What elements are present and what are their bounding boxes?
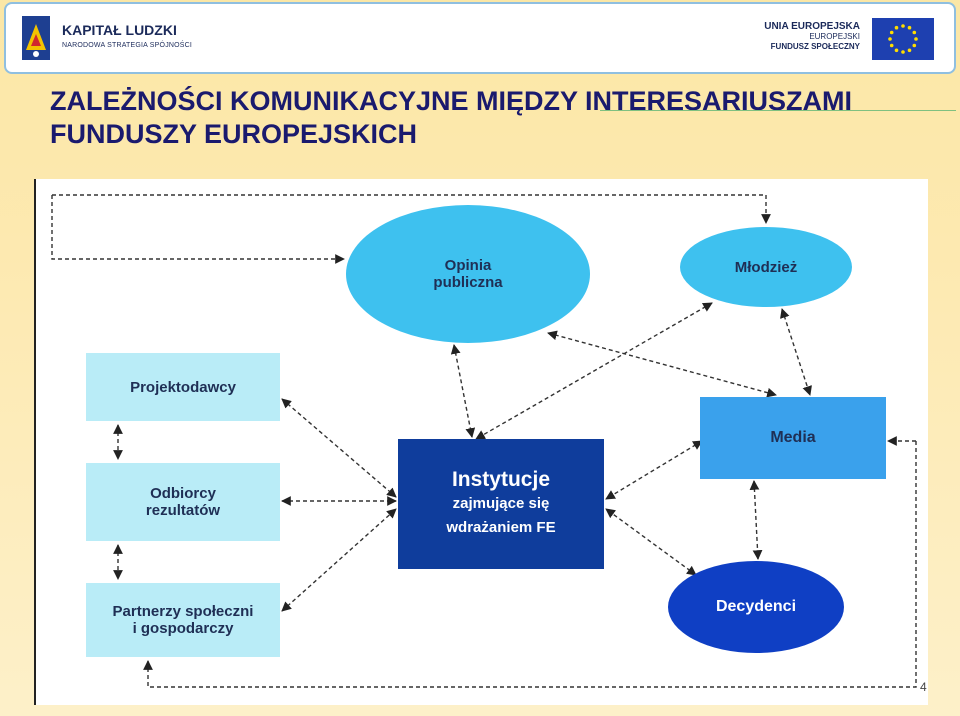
slide-title: ZALEŻNOŚCI KOMUNIKACYJNE MIĘDZY INTERESA… — [50, 85, 910, 151]
instytucje-line3: wdrażaniem FE — [446, 519, 556, 536]
eu-star — [901, 24, 905, 28]
node-partnerzy: Partnerzy społeczni i gospodarczy — [86, 583, 280, 657]
eu-star — [914, 37, 918, 41]
decydenci-inst-link — [605, 508, 697, 576]
eu-star — [894, 25, 899, 30]
opinia-inst-link — [450, 344, 476, 438]
instytucje-line2: zajmujące się — [452, 495, 550, 512]
eu-star — [907, 48, 912, 53]
eu-line1: UNIA EUROPEJSKA — [764, 21, 860, 32]
partnerzy-line1: Partnerzy społeczni — [112, 603, 254, 620]
opinia-line2: publiczna — [433, 274, 503, 291]
eu-star — [889, 30, 894, 35]
slide-title-line2: FUNDUSZY EUROPEJSKICH — [50, 119, 418, 149]
node-mlodziez: Młodzież — [680, 227, 852, 307]
opinia-media-link — [547, 330, 777, 398]
eu-line2: EUROPEJSKI — [809, 32, 860, 41]
outer-loop-bottom — [143, 441, 917, 688]
slide-title-line1: ZALEŻNOŚCI KOMUNIKACYJNE MIĘDZY INTERESA… — [50, 86, 853, 116]
proj-inst-link — [281, 398, 397, 498]
node-projektodawcy: Projektodawcy — [86, 353, 280, 421]
connector-layer — [51, 194, 917, 688]
page-number: 4 — [920, 680, 927, 694]
title-rule — [600, 110, 956, 111]
opinia-line1: Opinia — [444, 257, 492, 274]
node-instytucje: Instytucje zajmujące się wdrażaniem FE — [398, 439, 604, 569]
eu-star — [907, 25, 912, 30]
media-inst-link — [605, 440, 703, 500]
header-bar: KAPITAŁ LUDZKI NARODOWA STRATEGIA SPÓJNO… — [4, 2, 956, 74]
odbiorcy-line1: Odbiorcy — [150, 485, 216, 502]
eu-text: UNIA EUROPEJSKA EUROPEJSKI FUNDUSZ SPOŁE… — [764, 22, 860, 52]
eu-star — [901, 50, 905, 54]
odbiorcy-line2: rezultatów — [145, 502, 221, 519]
eu-line3: FUNDUSZ SPOŁECZNY — [770, 42, 860, 51]
eu-star — [912, 43, 917, 48]
node-decydenci: Decydenci — [668, 561, 844, 653]
part-inst-link — [281, 508, 397, 612]
kapital-ludzki-subtitle: NARODOWA STRATEGIA SPÓJNOŚCI — [62, 42, 193, 49]
eu-flag-icon — [872, 18, 934, 60]
kapital-ludzki-title: KAPITAŁ LUDZKI — [62, 22, 177, 38]
eu-star — [912, 30, 917, 35]
kapital-ludzki-emblem-icon — [22, 16, 50, 60]
eu-star — [894, 48, 899, 53]
instytucje-line1: Instytucje — [451, 468, 550, 491]
node-media: Media — [700, 397, 886, 479]
eu-star — [889, 43, 894, 48]
stakeholder-diagram: Opinia publiczna Młodzież Projektodawcy … — [34, 179, 928, 705]
node-odbiorcy-rezultatow: Odbiorcy rezultatów — [86, 463, 280, 541]
partnerzy-line2: i gospodarczy — [132, 620, 234, 637]
media-decydenci-link — [749, 480, 763, 560]
kapital-ludzki-logo: KAPITAŁ LUDZKI NARODOWA STRATEGIA SPÓJNO… — [22, 16, 222, 64]
node-opinia-publiczna: Opinia publiczna — [346, 205, 590, 343]
eu-logo: UNIA EUROPEJSKA EUROPEJSKI FUNDUSZ SPOŁE… — [734, 16, 934, 64]
outer-loop-top — [52, 194, 771, 224]
eu-star — [888, 37, 892, 41]
mlodziez-media-link — [780, 308, 812, 396]
outer-loop-left — [51, 195, 345, 264]
